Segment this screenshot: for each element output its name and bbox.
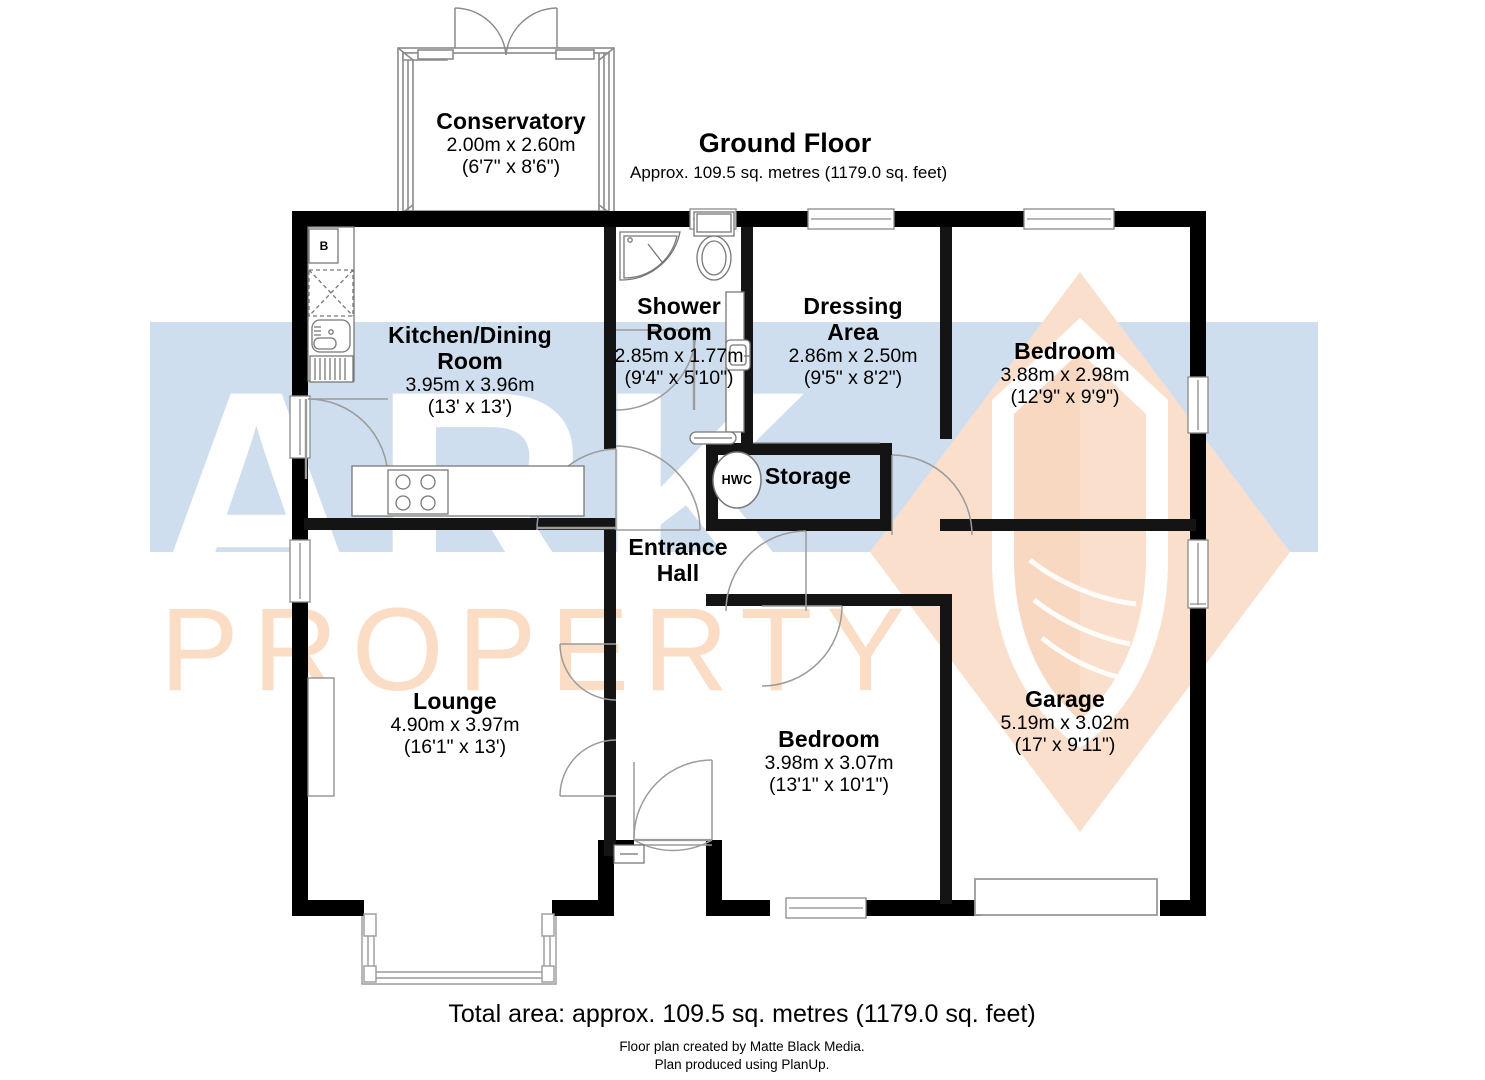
hot-water-cylinder-icon	[712, 451, 762, 509]
window-left-lounge	[289, 539, 311, 603]
room-name: Storage	[764, 463, 852, 489]
room-metric: 2.00m x 2.60m	[446, 133, 576, 156]
plan-title-heading: Ground Floor	[698, 128, 872, 158]
annotation-hwc-label: HWC	[721, 473, 753, 487]
room-label-entrance-hall: Entrance Hall	[608, 534, 748, 586]
room-metric: 4.90m x 3.97m	[390, 713, 520, 736]
room-name: Shower	[637, 293, 721, 319]
room-name: Conservatory	[436, 108, 586, 134]
room-name: Dressing	[803, 293, 903, 319]
room-name-2: Room	[437, 347, 503, 374]
towel-rail	[689, 431, 737, 445]
footer-credit-1: Floor plan created by Matte Black Media.	[619, 1039, 865, 1054]
door-kitchen-left	[304, 398, 389, 480]
footer-credit-2: Plan produced using PlanUp.	[654, 1056, 830, 1072]
hob	[387, 469, 449, 515]
room-name: Garage	[1025, 686, 1105, 712]
room-label-lounge: Lounge 4.90m x 3.97m (16'1" x 13')	[355, 688, 555, 758]
window-right-garage	[1187, 539, 1209, 609]
room-imperial: (6'7" x 8'6")	[461, 156, 561, 179]
room-name: Bedroom	[1014, 338, 1116, 364]
room-name: Bedroom	[778, 726, 880, 752]
garage-door	[974, 878, 1158, 916]
door-lounge-upper	[559, 643, 617, 701]
room-imperial: (9'4" x 5'10")	[624, 367, 734, 389]
room-imperial: (16'1" x 13')	[403, 736, 507, 759]
door-bedroom-1	[891, 454, 973, 536]
watermark-logo	[870, 272, 1290, 832]
door-front-entrance-arc	[633, 759, 713, 840]
door-shower-room	[615, 329, 697, 411]
entrance-threshold	[613, 844, 645, 864]
room-imperial: (13' x 13')	[427, 396, 513, 418]
room-label-bedroom-1: Bedroom 3.88m x 2.98m (12'9" x 9'9")	[965, 338, 1165, 408]
annotation-boiler-label: B	[319, 239, 329, 253]
room-name-2: Area	[827, 318, 879, 345]
footer-credits: Floor plan created by Matte Black Media.…	[292, 1038, 1192, 1074]
conservatory-french-doors	[454, 7, 558, 56]
sink	[311, 319, 351, 353]
window-right-bedroom	[1187, 376, 1209, 434]
annotation-hwc: HWC	[712, 473, 762, 487]
room-name: Kitchen/Dining	[388, 322, 552, 348]
room-name: Lounge	[413, 688, 497, 714]
doors	[304, 329, 973, 852]
wash-basin	[725, 291, 751, 433]
plan-title: Ground Floor Approx. 109.5 sq. metres (1…	[630, 128, 948, 182]
room-label-shower-room: Shower Room 2.85m x 1.77m (9'4" x 5'10")	[579, 293, 779, 389]
door-shower-lower	[615, 445, 701, 531]
room-metric: 3.98m x 3.07m	[764, 751, 894, 774]
window-top-2	[807, 208, 895, 230]
room-label-storage: Storage	[758, 463, 858, 489]
door-hall-bedroom2	[761, 605, 843, 687]
room-name: Entrance	[628, 534, 728, 560]
shower-room-fixtures	[619, 211, 751, 445]
room-label-bedroom-2: Bedroom 3.98m x 3.07m (13'1" x 10'1")	[729, 726, 929, 796]
plan-title-subheading: Approx. 109.5 sq. metres (1179.0 sq. fee…	[630, 162, 948, 182]
footer-total-area: Total area: approx. 109.5 sq. metres (11…	[292, 1000, 1192, 1028]
drainer	[309, 355, 354, 383]
footer-total-text: Total area: approx. 109.5 sq. metres (11…	[448, 1000, 1036, 1028]
bay-window-lounge	[361, 913, 557, 985]
boiler-box	[308, 228, 339, 264]
room-imperial: (9'5" x 8'2")	[803, 367, 903, 389]
room-metric: 5.19m x 3.02m	[1000, 711, 1130, 734]
door-front-entrance	[633, 762, 713, 852]
room-imperial: (12'9" x 9'9")	[1010, 386, 1120, 409]
room-label-kitchen: Kitchen/Dining Room 3.95m x 3.96m (13' x…	[360, 322, 580, 418]
room-label-conservatory: Conservatory 2.00m x 2.60m (6'7" x 8'6")	[411, 108, 611, 178]
kitchen-fixtures	[307, 226, 585, 517]
room-metric: 3.88m x 2.98m	[1000, 363, 1130, 386]
room-metric: 2.85m x 1.77m	[614, 344, 744, 367]
room-label-garage: Garage 5.19m x 3.02m (17' x 9'11")	[965, 686, 1165, 756]
room-imperial: (17' x 9'11")	[1014, 734, 1116, 757]
toilet	[693, 211, 735, 281]
window-bottom-bedroom	[785, 897, 867, 919]
annotation-boiler: B	[308, 239, 340, 254]
room-metric: 2.86m x 2.50m	[788, 344, 918, 367]
window-top-3	[1023, 208, 1115, 230]
room-label-dressing-area: Dressing Area 2.86m x 2.50m (9'5" x 8'2"…	[753, 293, 953, 389]
room-imperial: (13'1" x 10'1")	[769, 774, 889, 797]
room-name-2: Hall	[656, 559, 700, 586]
room-metric: 3.95m x 3.96m	[405, 373, 535, 396]
door-dressing-area	[725, 530, 807, 612]
room-name-2: Room	[646, 318, 712, 345]
lounge-fixtures	[307, 677, 335, 797]
door-lounge-lower	[559, 739, 617, 797]
shower-tray	[619, 231, 681, 281]
